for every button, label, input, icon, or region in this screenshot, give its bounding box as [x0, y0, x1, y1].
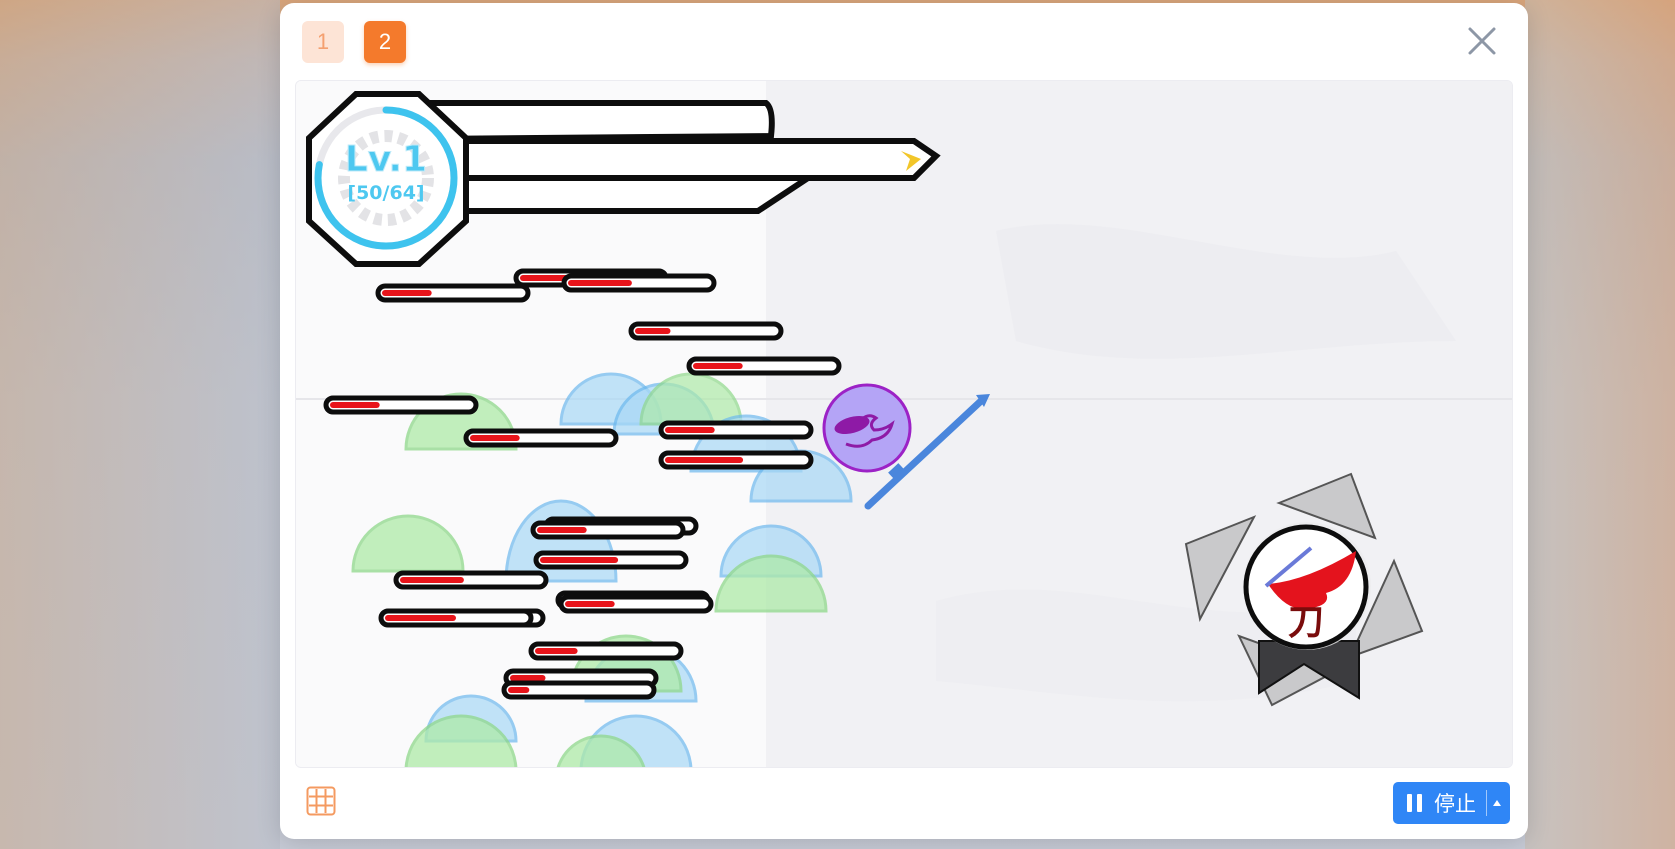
game-dialog: 1 2 — [280, 3, 1528, 839]
enemy-health-bar — [501, 680, 657, 700]
enemy-health-bar — [658, 420, 814, 440]
enemy-health-fill — [510, 675, 546, 681]
player-character — [822, 383, 912, 473]
enemy-health-fill — [635, 328, 671, 334]
tab-bar: 1 2 — [302, 21, 406, 63]
enemy-health-bar — [530, 520, 686, 540]
enemy-health-fill — [400, 577, 464, 583]
enemy-health-fill — [385, 615, 456, 621]
enemy-health-bar — [393, 570, 549, 590]
enemy-health-fill — [470, 435, 520, 441]
enemy-health-fill — [537, 527, 587, 533]
enemy-health-bar — [558, 594, 714, 614]
enemy-health-fill — [665, 457, 744, 463]
background-left — [0, 0, 280, 849]
stop-button[interactable]: 停止 — [1393, 782, 1510, 824]
stop-main[interactable]: 停止 — [1393, 782, 1476, 824]
enemy-health-fill — [540, 557, 619, 563]
enemy-health-fill — [665, 427, 715, 433]
tab-1[interactable]: 1 — [302, 21, 344, 63]
level-text: Lv.1 — [345, 139, 427, 180]
weapon-glyph: 刀 — [1288, 601, 1324, 643]
level-hud: Lv.1 [50/64] — [306, 91, 941, 267]
enemy-health-fill — [565, 601, 615, 607]
enemy-health-fill — [382, 290, 432, 296]
stop-label: 停止 — [1434, 792, 1476, 816]
close-icon[interactable] — [1462, 21, 1502, 61]
enemy-health-bar — [686, 356, 842, 376]
enemy-health-bar — [375, 283, 531, 303]
sword-icon — [864, 394, 990, 510]
button-divider — [1486, 790, 1487, 816]
grid-icon[interactable] — [306, 786, 336, 816]
enemy-health-bar — [463, 428, 619, 448]
background-right — [1525, 0, 1675, 849]
pause-icon — [1407, 794, 1422, 812]
xp-text: [50/64] — [347, 182, 424, 204]
tab-2[interactable]: 2 — [364, 21, 406, 63]
enemy-health-fill — [535, 648, 578, 654]
enemy-health-fill — [508, 687, 530, 693]
enemy-health-bar — [528, 641, 684, 661]
enemy-health-bar — [561, 273, 717, 293]
enemy-health-fill — [568, 280, 632, 286]
enemy-health-bars — [323, 268, 842, 700]
enemy-health-bar — [323, 395, 479, 415]
game-canvas[interactable]: Lv.1 [50/64] 刀 — [295, 80, 1513, 768]
weapon-skill-badge[interactable]: 刀 — [1184, 472, 1424, 707]
enemy-health-bar — [628, 321, 784, 341]
caret-up-icon[interactable] — [1487, 782, 1507, 824]
enemy-health-fill — [330, 402, 380, 408]
enemy-health-fill — [693, 363, 743, 369]
